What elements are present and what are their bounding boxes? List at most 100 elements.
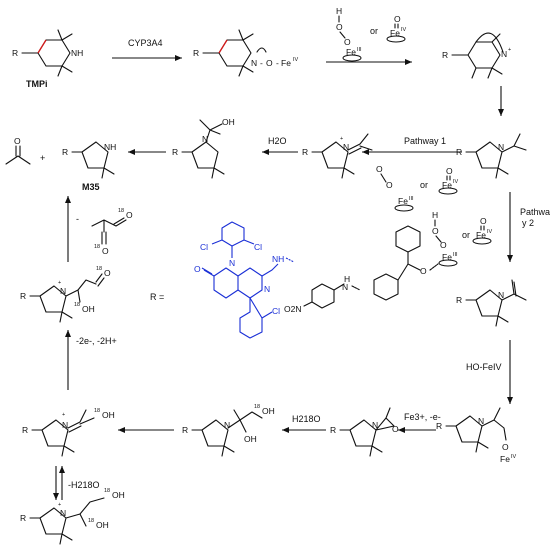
labeled-amino-alcohol: R N OH 18 OH xyxy=(182,404,275,457)
svg-text:IV: IV xyxy=(453,179,459,185)
svg-text:N: N xyxy=(264,284,270,294)
svg-text:O: O xyxy=(336,22,343,32)
svg-text:O: O xyxy=(420,266,427,276)
tmpi-label: TMPi xyxy=(26,79,48,89)
svg-text:-: - xyxy=(76,214,79,224)
svg-text:O: O xyxy=(440,240,447,250)
svg-text:R: R xyxy=(456,295,462,305)
svg-text:O: O xyxy=(266,58,273,68)
n-isopropyl-pyrrolidine: R N xyxy=(456,133,527,179)
acetone: O xyxy=(5,136,31,165)
svg-text:Fe: Fe xyxy=(500,454,510,464)
svg-text:O: O xyxy=(386,180,393,190)
svg-text:N: N xyxy=(343,142,349,152)
svg-text:18: 18 xyxy=(88,518,94,524)
minus-2e-2h-label: -2e-, -2H+ xyxy=(76,336,117,346)
svg-text:O: O xyxy=(344,37,351,47)
labeled-iminium: R N + 18 OH xyxy=(22,408,115,457)
nitrophenyl-substituent: H N O2N xyxy=(284,274,361,314)
svg-text:Fe: Fe xyxy=(442,180,452,190)
svg-text:IV: IV xyxy=(401,27,407,33)
svg-text:O: O xyxy=(102,246,109,256)
svg-text:R: R xyxy=(172,147,178,157)
m35-label: M35 xyxy=(82,182,100,192)
n-oxo-iron-intermediate: R N - O - Fe IV xyxy=(193,29,299,77)
svg-text:R: R xyxy=(442,50,448,60)
svg-text:IV: IV xyxy=(293,57,299,63)
svg-text:Cl: Cl xyxy=(200,242,208,252)
oxidant-ferryl-p2: O Fe IV xyxy=(472,216,493,245)
svg-text:or: or xyxy=(420,180,428,190)
svg-text:+: + xyxy=(58,502,61,508)
svg-text:Cl: Cl xyxy=(254,242,262,252)
svg-text:R: R xyxy=(62,147,68,157)
oxidant-ferryl-p1: O Fe IV xyxy=(438,166,459,195)
h2o-label: H2O xyxy=(268,136,287,146)
svg-text:N: N xyxy=(498,290,504,300)
iron-alkoxy-intermediate: R N O Fe IV xyxy=(436,407,517,464)
svg-text:R: R xyxy=(436,421,442,431)
svg-text:O: O xyxy=(502,442,509,452)
svg-text:Fe: Fe xyxy=(442,252,452,262)
carbinolamine: R N OH xyxy=(172,117,235,179)
svg-text:18: 18 xyxy=(74,302,80,308)
ho-feiv-label: HO-FeIV xyxy=(466,362,502,372)
svg-text:+: + xyxy=(508,47,511,53)
naphthyridinone-substituent: Cl Cl N O N NH Cl xyxy=(194,221,295,339)
svg-text:or: or xyxy=(462,230,470,240)
svg-text:III: III xyxy=(453,252,458,258)
fe3-label: Fe3+, -e- xyxy=(404,412,441,422)
svg-text:R: R xyxy=(20,291,26,301)
plus-label: + xyxy=(40,153,45,163)
svg-text:IV: IV xyxy=(511,454,517,460)
svg-text:O: O xyxy=(432,226,439,236)
h218o-label: H218O xyxy=(292,414,321,424)
minus-h218o-label: -H218O xyxy=(68,480,100,490)
iminium-intermediate: R N + xyxy=(302,133,373,179)
svg-text:O: O xyxy=(194,264,201,274)
svg-text:N: N xyxy=(62,420,68,430)
svg-text:N: N xyxy=(501,49,507,59)
svg-text:R: R xyxy=(302,147,308,157)
svg-text:OH: OH xyxy=(222,117,235,127)
benzhydryl-ether-substituent: O xyxy=(373,225,439,301)
svg-text:18: 18 xyxy=(94,244,100,250)
r-equals-label: R = xyxy=(150,292,164,302)
svg-text:O: O xyxy=(104,268,111,278)
svg-text:N: N xyxy=(224,420,230,430)
svg-text:III: III xyxy=(409,196,414,202)
svg-text:N: N xyxy=(202,134,208,144)
svg-text:N: N xyxy=(342,282,348,292)
svg-text:OH: OH xyxy=(102,410,115,420)
svg-text:OH: OH xyxy=(244,434,257,444)
pathway2-label-a: Pathwa xyxy=(520,207,550,217)
svg-text:Fe: Fe xyxy=(390,28,400,38)
cyp3a4-label: CYP3A4 xyxy=(128,38,163,48)
svg-text:O: O xyxy=(394,14,401,24)
svg-text:R: R xyxy=(20,513,26,523)
svg-text:O: O xyxy=(14,136,21,146)
svg-text:N: N xyxy=(60,286,66,296)
svg-text:18: 18 xyxy=(104,488,110,494)
bicyclic-aminium: R N + xyxy=(442,32,511,79)
or-label: or xyxy=(370,26,378,36)
svg-text:NH: NH xyxy=(104,142,116,152)
svg-text:O: O xyxy=(126,210,133,220)
svg-text:R: R xyxy=(330,425,336,435)
oxidant-ferric-hydroperoxide-p1: O O Fe III xyxy=(376,164,414,212)
oxidant-ferric-hydroperoxide: H O O Fe III xyxy=(336,6,362,62)
m35-molecule: R NH M35 xyxy=(62,141,116,192)
svg-text:O: O xyxy=(376,164,383,174)
svg-text:18: 18 xyxy=(94,408,100,414)
svg-text:Fe: Fe xyxy=(398,196,408,206)
svg-text:O: O xyxy=(446,166,453,176)
svg-text:N: N xyxy=(478,416,484,426)
o2n-label: O2N xyxy=(284,304,301,314)
svg-text:R: R xyxy=(193,48,199,58)
svg-text:Fe: Fe xyxy=(476,230,486,240)
svg-text:R: R xyxy=(22,425,28,435)
svg-text:OH: OH xyxy=(82,304,95,314)
nh-label: NH xyxy=(71,48,83,58)
svg-text:18: 18 xyxy=(96,266,102,272)
